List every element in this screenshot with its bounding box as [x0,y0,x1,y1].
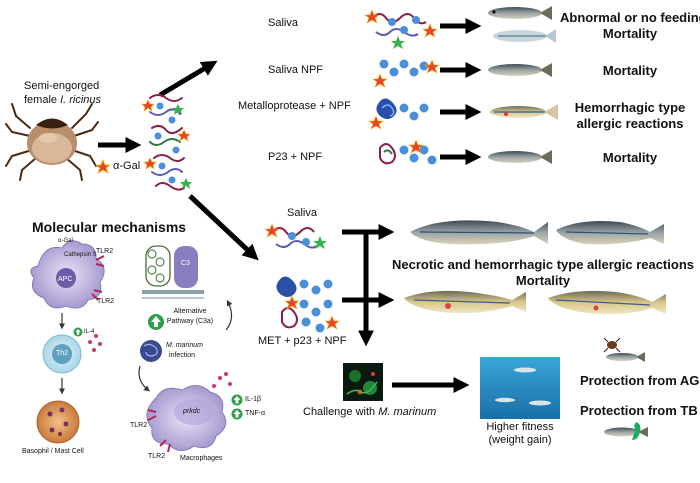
mech-prkdc-text: prkdc [183,408,201,415]
up-arrow-tnfa-icon [231,408,243,420]
treatment-metalloprotease-npf: Metalloprotease + NPF [238,100,351,112]
mech-il1b-label: IL-1β [245,396,262,403]
treatment-saliva: Saliva [268,17,298,29]
outcome-3-line1: Hemorrhagic type [574,100,686,115]
challenge-prefix: Challenge with [303,406,379,418]
tick-label-line1: Semi-engorged [24,80,100,92]
tick-label-line2: female I. ricinus [24,94,101,106]
m-marinum-infection-icon [140,340,162,362]
outcome-1-line2: Mortality [602,26,658,41]
mech-apc-label: APC [58,276,73,283]
fish-row1-a [488,6,552,20]
treatment-saliva-npf: Saliva NPF [268,64,324,76]
basophil-cell [36,400,80,444]
outcome-5-line2: Mortality [515,273,571,288]
up-arrow-il1b-icon [231,394,243,406]
complement-diagram [142,245,204,299]
fitness-line1: Higher fitness [486,421,554,433]
mech-infection-word: infection [169,352,196,359]
mech-basophil-label: Basophil / Mast Cell [22,448,84,455]
treatment-saliva-lower: Saliva [287,207,317,219]
saliva-molecule-icon-lower [264,223,327,249]
tlr2-receptors-apc [91,255,105,301]
metalloprotease-molecule-icon [368,98,429,130]
outcome-protection-ags: Protection from AGS [580,373,700,388]
mech-alt-pathway-line2: Pathway (C3a) [166,318,214,325]
mech-tnfa-label: TNF-α [245,410,265,417]
alpha-gal-label: α-Gal [113,160,141,172]
fish-large-2 [556,221,664,245]
mech-tlr2-label-1: TLR2 [96,248,114,255]
met-p23-npf-molecule-icon [276,276,340,333]
mech-tlr2-label-4: TLR2 [148,453,166,460]
fish-row4 [488,150,552,164]
mech-th2-label: Th2 [56,350,69,357]
outcome-2: Mortality [602,63,658,78]
outcome-5-line1: Necrotic and hemorrhagic type allergic r… [392,257,694,272]
tick-species: I. ricinus [60,94,102,106]
mech-alpha-gal-label: α-Gal [58,238,73,244]
mech-infection-species: M. marinum [166,342,203,349]
mech-cathepsin-label: Cathepsin S [64,252,97,258]
saliva-npf-molecule-icon [372,59,440,88]
mech-il4-label: IL-4 [84,329,95,335]
mech-infection-species-text: M. marinum [166,342,203,349]
fish-row3 [490,104,558,120]
fish-row1-b [493,29,556,43]
macrophage-cell [146,385,227,451]
saliva-molecule-icon [364,9,438,49]
up-arrow-alt-pathway-icon [148,314,164,330]
mech-alt-pathway-line1: Alternative [173,308,207,315]
mechanisms-title: Molecular mechanisms [32,219,187,235]
p23-molecule-icon [379,139,437,165]
fish-row2 [488,63,552,77]
mycobacterium-image [343,363,383,401]
outcome-1-line1: Abnormal or no feeding [560,10,700,25]
alpha-gal-legend-icon [94,158,112,174]
apc-cell [30,240,105,309]
tick-image [5,103,99,181]
mech-prkdc-label: prkdc [183,408,200,415]
protection-tb-image [604,422,648,440]
outcome-protection-tb: Protection from TB [580,403,698,418]
fish-large-4 [548,290,666,315]
protection-ags-image [603,337,645,362]
treatment-p23-npf: P23 + NPF [268,151,323,163]
up-arrow-il4-icon [73,327,83,337]
fish-large-3 [404,290,526,314]
mech-c3-label: C3 [181,260,190,267]
challenge-label: Challenge with M. marinum [303,406,436,418]
tick-label-prefix: female [24,94,61,106]
mech-macrophages-label: Macrophages [180,455,223,462]
fitness-line2: (weight gain) [488,434,552,446]
th2-cell [42,334,82,374]
treatment-met-p23-npf: MET + p23 + NPF [258,335,347,347]
outcome-4: Mortality [602,150,658,165]
challenge-species: M. marinum [378,406,437,418]
mech-tlr2-label-3: TLR2 [130,422,148,429]
outcome-3-line2: allergic reactions [576,116,684,131]
fish-large-1 [410,220,548,245]
aquarium-image [480,357,560,419]
mech-tlr2-label-2: TLR2 [97,298,115,305]
